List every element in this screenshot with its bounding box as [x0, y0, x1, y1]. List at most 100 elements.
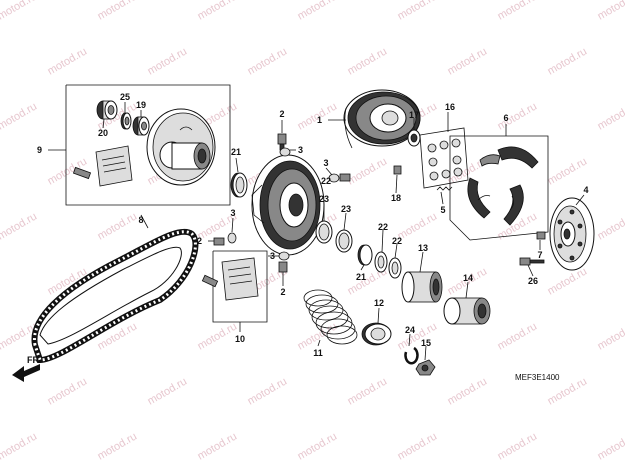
watermark-text: motod.ru [196, 0, 240, 23]
part-15-nut [415, 359, 436, 376]
part-22-ring-a [374, 251, 388, 273]
watermark-text: motod.ru [246, 45, 290, 77]
group-box-10 [212, 250, 268, 323]
group-box-6 [449, 135, 549, 241]
label-plate-9 [95, 145, 133, 187]
watermark-text: motod.ru [146, 45, 190, 77]
callout-3-left: 3 [230, 208, 235, 218]
callout-4: 4 [583, 185, 588, 195]
watermark-text: motod.ru [446, 375, 490, 407]
callout-19: 19 [136, 100, 146, 110]
watermark-text: motod.ru [596, 430, 625, 462]
callout-3-lower: 3 [270, 251, 275, 261]
part-4-drive-plate [549, 197, 595, 271]
part-8-drive-belt [31, 228, 199, 364]
watermark-text: motod.ru [596, 210, 625, 242]
callout-18: 18 [391, 193, 401, 203]
group-box-16 [419, 127, 469, 189]
callout-20: 20 [98, 128, 108, 138]
callout-22-top: 22 [321, 176, 331, 186]
callout-2-top: 2 [279, 109, 284, 119]
diagram-code: MEF3E1400 [515, 373, 560, 382]
watermark-text: motod.ru [0, 0, 39, 23]
part-19-bearing [132, 116, 150, 136]
part-25-seal [120, 112, 132, 130]
watermark-text: motod.ru [596, 320, 625, 352]
watermark-text: motod.ru [196, 320, 240, 352]
watermark-text: motod.ru [246, 375, 290, 407]
part-7-pin [536, 231, 546, 240]
label-plate-10 [221, 257, 259, 301]
callout-23-b: 23 [341, 204, 351, 214]
watermark-text: motod.ru [546, 45, 590, 77]
part-17-washer [407, 129, 421, 147]
callout-26: 26 [528, 276, 538, 286]
callout-13: 13 [418, 243, 428, 253]
watermark-text: motod.ru [496, 430, 540, 462]
watermark-text: motod.ru [396, 0, 440, 23]
watermark-text: motod.ru [396, 320, 440, 352]
watermark-text: motod.ru [396, 430, 440, 462]
callout-22-b: 22 [392, 236, 402, 246]
part-2-bolt-left [213, 237, 225, 246]
watermark-text: motod.ru [46, 45, 90, 77]
callout-25: 25 [120, 92, 130, 102]
watermark-text: motod.ru [546, 155, 590, 187]
group-box-9 [65, 84, 231, 206]
callout-9: 9 [37, 145, 42, 155]
watermark-text: motod.ru [46, 375, 90, 407]
part-2-bolt-top [277, 133, 287, 151]
watermark-text: motod.ru [0, 430, 39, 462]
watermark-text: motod.ru [546, 265, 590, 297]
part-20-bearing [96, 100, 118, 120]
callout-2-lower: 2 [280, 287, 285, 297]
callout-23-a: 23 [319, 194, 329, 204]
part-6-clutch-shoes [467, 146, 539, 226]
callout-24: 24 [405, 325, 415, 335]
part-22-ring-b [388, 257, 402, 279]
part-3-washer-left [227, 232, 237, 244]
callout-3-right: 3 [323, 158, 328, 168]
driven-pulley-face [251, 154, 325, 256]
part-1-clutch-outer [343, 89, 421, 149]
callout-12: 12 [374, 298, 384, 308]
callout-3-top: 3 [298, 145, 303, 155]
part-24-circlip [404, 346, 419, 365]
watermark-text: motod.ru [296, 0, 340, 23]
callout-16: 16 [445, 102, 455, 112]
part-12-seal [361, 322, 392, 346]
watermark-text: motod.ru [296, 430, 340, 462]
front-direction-label: FR. [27, 355, 42, 365]
callout-11: 11 [313, 348, 323, 358]
watermark-text: motod.ru [496, 320, 540, 352]
part-26-bolt [519, 257, 545, 266]
watermark-text: motod.ru [0, 100, 39, 132]
watermark-text: motod.ru [0, 210, 39, 242]
watermark-text: motod.ru [596, 0, 625, 23]
callout-21-top: 21 [231, 147, 241, 157]
callout-17: 17 [409, 110, 419, 120]
part-23-ring-a [315, 220, 333, 244]
watermark-text: motod.ru [396, 210, 440, 242]
part-14-bearing-race [443, 297, 491, 325]
callout-21-lower: 21 [356, 272, 366, 282]
callout-5: 5 [440, 205, 445, 215]
callout-2-left: 2 [197, 236, 202, 246]
watermark-text: motod.ru [596, 100, 625, 132]
part-13-collar [401, 271, 443, 303]
part-21-ring-lower [357, 244, 373, 266]
part-21-ring-top [230, 172, 248, 198]
watermark-text: motod.ru [196, 430, 240, 462]
watermark-text: motod.ru [96, 0, 140, 23]
driven-face-disk [146, 108, 216, 186]
part-2-bolt-lower [278, 261, 288, 273]
watermark-text: motod.ru [96, 210, 140, 242]
leader-lines [102, 102, 585, 361]
callout-10: 10 [235, 334, 245, 344]
pin-9 [72, 166, 92, 180]
callout-8: 8 [138, 215, 143, 225]
callout-1: 1 [317, 115, 322, 125]
callout-15: 15 [421, 338, 431, 348]
watermark-text: motod.ru [346, 375, 390, 407]
